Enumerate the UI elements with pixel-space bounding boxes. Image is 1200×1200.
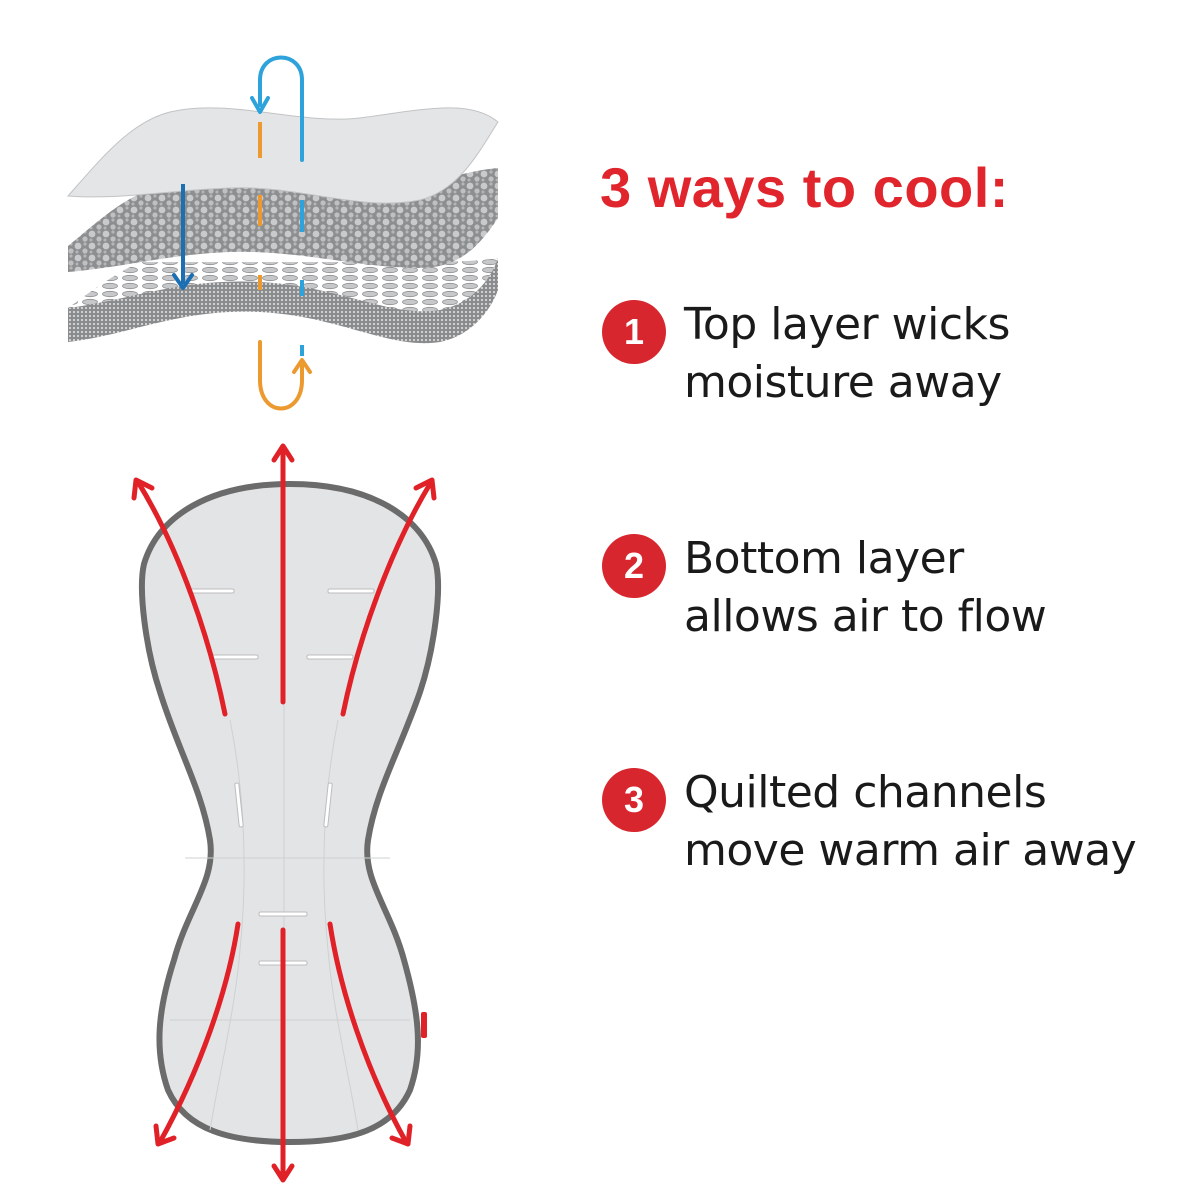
step-2: 2 Bottom layer allows air to flow [602,530,1047,646]
brand-tag [421,1012,427,1038]
step-3: 3 Quilted channels move warm air away [602,764,1137,880]
step-line-1: Bottom layer [684,533,964,584]
step-description: Top layer wicks moisture away [684,296,1010,412]
airflow-arrows-down-icon [153,921,413,1183]
step-line-2: move warm air away [684,825,1137,876]
bottom-layer [68,258,498,344]
orange-loop-arrow-icon [258,122,312,411]
step-line-2: allows air to flow [684,591,1047,642]
step-line-1: Quilted channels [684,767,1047,818]
seat-liner-illustration [131,443,441,1183]
step-description: Bottom layer allows air to flow [684,530,1047,646]
seat-liner-body [139,480,441,1146]
step-line-1: Top layer wicks [684,299,1010,350]
step-description: Quilted channels move warm air away [684,764,1137,880]
step-1: 1 Top layer wicks moisture away [602,296,1010,412]
top-layer [66,107,499,204]
headline: 3 ways to cool: [600,156,1009,219]
step-number-badge: 3 [602,768,666,832]
harness-slots [187,588,375,966]
fabric-layers-diagram [66,55,499,411]
dark-blue-down-arrow-icon [172,184,194,290]
step-number-badge: 1 [602,300,666,364]
airflow-arrows-up-icon [131,443,437,717]
step-number-badge: 2 [602,534,666,598]
blue-loop-arrow-icon [250,55,304,356]
step-line-2: moisture away [684,357,1002,408]
